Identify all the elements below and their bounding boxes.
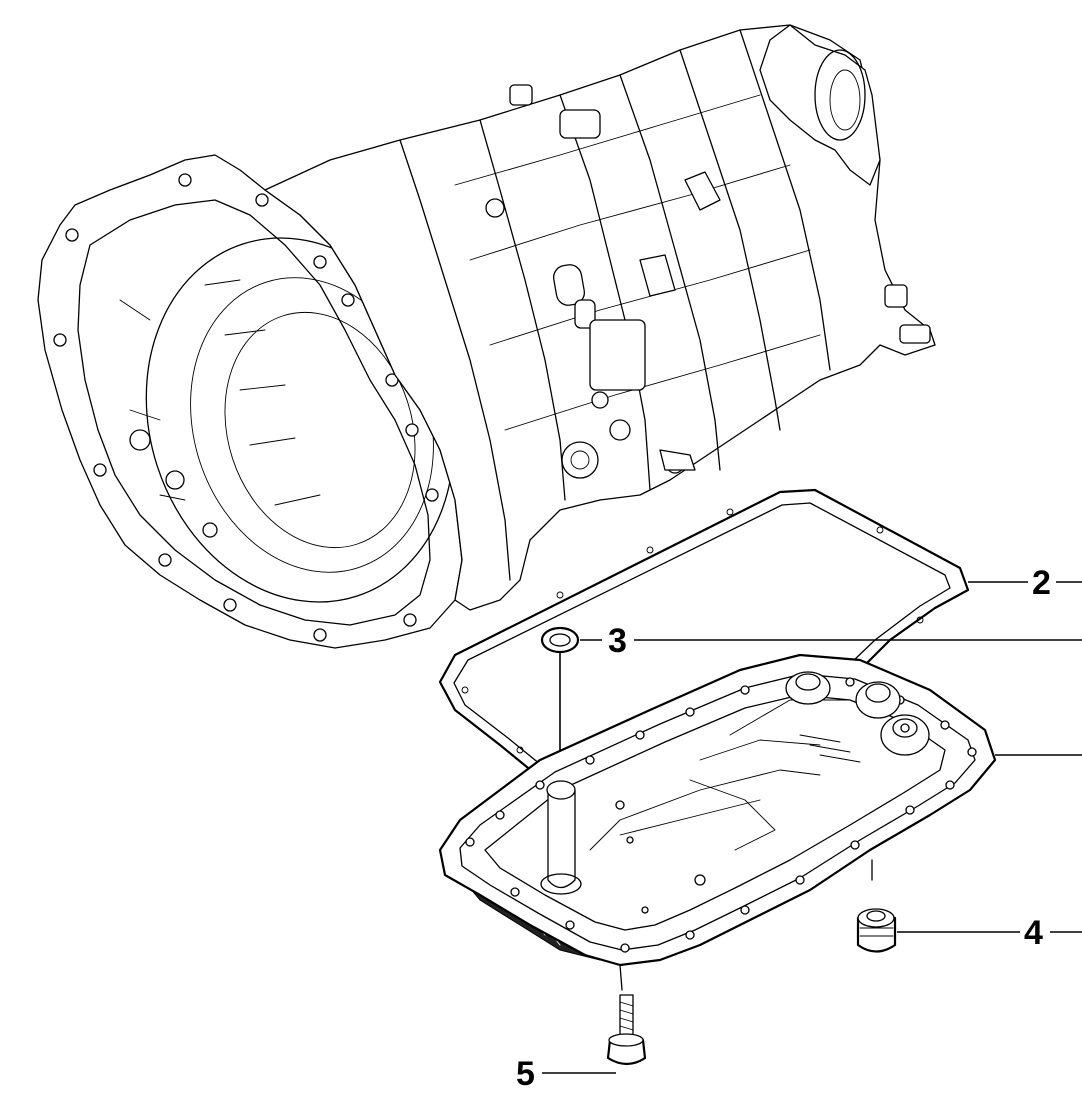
callout-number-2: 2 xyxy=(1032,564,1051,602)
callout-number-5: 5 xyxy=(516,1055,535,1093)
callout-5: 5 xyxy=(516,1055,616,1093)
drain-plug xyxy=(856,908,897,953)
transmission-housing xyxy=(37,24,936,649)
pan-bolt xyxy=(606,994,647,1066)
callout-number-3: 3 xyxy=(608,622,627,660)
oil-pan xyxy=(438,653,997,991)
pan-flange-bolt-holes xyxy=(465,673,977,953)
bell-flange-bolt-holes xyxy=(53,173,439,642)
filter-pickup-tube xyxy=(540,780,582,895)
callout-2: 2 xyxy=(968,564,1082,602)
callout-4: 4 xyxy=(897,914,1082,952)
pan-magnets xyxy=(785,671,930,756)
callout-3: 3 xyxy=(580,622,1082,660)
callout-number-4: 4 xyxy=(1024,914,1043,952)
